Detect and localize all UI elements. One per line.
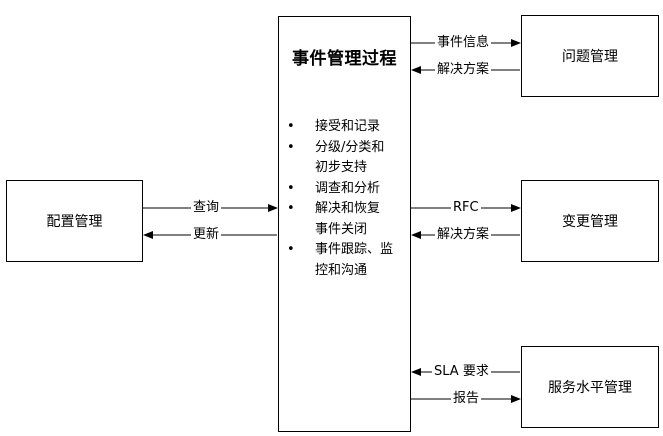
process-step-text: 事件关闭 [315,221,368,237]
process-step-text: 调查和分析 [315,180,381,196]
bullet-icon: • [287,242,295,257]
process-step-text: 接受和记录 [315,119,381,134]
report-label: 报告 [451,391,482,407]
solution1-label: 解决方案 [435,62,492,78]
process-title: 事件管理过程 [292,49,397,69]
process-step: • 分级/分类和 [285,138,393,159]
process-step: 事件关闭 [285,220,393,241]
bullet-icon: • [287,201,295,216]
bullet-icon: • [287,139,295,155]
process-step-text: 分级/分类和 [315,139,385,155]
change-management-label: 变更管理 [562,214,618,230]
process-step-text: 事件跟踪、监 [315,242,394,257]
process-step: 控和沟通 [285,261,393,282]
process-step: • 解决和恢复 [285,199,393,220]
rfc-label: RFC [451,200,481,216]
change-management-box: 变更管理 [521,180,659,262]
service-level-management-label: 服务水平管理 [548,380,632,396]
process-step: • 调查和分析 [285,179,393,200]
bullet-icon: • [287,180,295,196]
query-label: 查询 [191,200,222,216]
process-step-text: 解决和恢复 [315,201,381,216]
process-step: • 接受和记录 [285,117,393,138]
config-management-box: 配置管理 [6,180,143,262]
process-step: • 事件跟踪、监 [285,240,393,261]
problem-management-box: 问题管理 [521,15,659,97]
process-step: 初步支持 [285,158,393,179]
sla-requirement-label: SLA 要求 [432,364,491,380]
solution2-label: 解决方案 [435,227,492,243]
event-info-label: 事件信息 [435,35,492,51]
config-management-label: 配置管理 [46,214,103,230]
event-management-process-box: 事件管理过程 • 接受和记录 • 分级/分类和初步支持 • 调查和分析 • 解决和恢复事件关闭… [278,16,411,432]
bullet-icon: • [287,119,295,134]
update-label: 更新 [191,227,222,243]
service-level-management-box: 服务水平管理 [521,346,659,428]
problem-management-label: 问题管理 [562,49,618,65]
process-steps-list: • 接受和记录 • 分级/分类和初步支持 • 调查和分析 • 解决和恢复事件关闭 • 事件跟踪、监… [285,117,393,281]
process-step-text: 控和沟通 [315,262,368,278]
process-step-text: 初步支持 [315,160,368,175]
